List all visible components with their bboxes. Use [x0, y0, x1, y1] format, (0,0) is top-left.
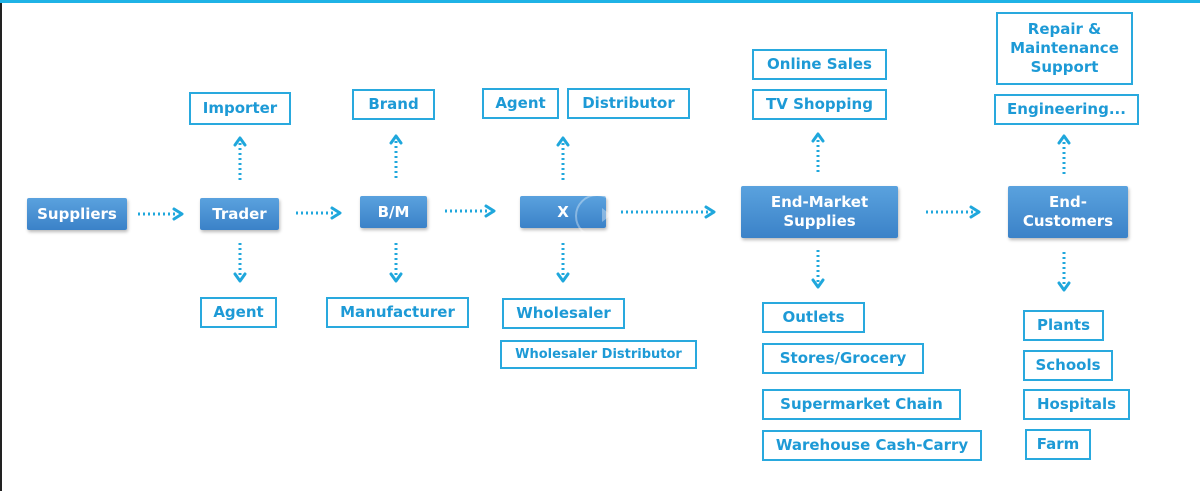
- leaf-farm: Farm: [1025, 429, 1091, 460]
- arrow-x-endmarket: [621, 205, 716, 219]
- play-triangle-icon: [602, 208, 611, 222]
- leaf-hospitals: Hospitals: [1023, 389, 1130, 420]
- leaf-stores-grocery: Stores/Grocery: [762, 343, 924, 374]
- leaf-tv-shopping: TV Shopping: [752, 89, 887, 120]
- arrow-endmarket-up: [811, 132, 825, 172]
- leaf-supermarket-chain: Supermarket Chain: [762, 389, 961, 420]
- arrow-endcustomers-up: [1057, 134, 1071, 174]
- arrow-endcustomers-down: [1057, 252, 1071, 292]
- arrow-x-down: [556, 243, 570, 283]
- leaf-schools: Schools: [1023, 350, 1113, 381]
- leaf-importer: Importer: [189, 92, 291, 125]
- arrow-bm-x: [445, 204, 496, 218]
- top-accent-bar: [0, 0, 1200, 3]
- leaf-agent-trader: Agent: [200, 297, 277, 328]
- arrow-suppliers-trader: [138, 207, 184, 221]
- arrow-trader-down: [233, 243, 247, 283]
- leaf-wholesaler: Wholesaler: [502, 298, 625, 329]
- leaf-brand: Brand: [352, 89, 435, 120]
- leaf-outlets: Outlets: [762, 302, 865, 333]
- leaf-wholesaler-distributor: Wholesaler Distributor: [500, 340, 697, 369]
- node-end-market-supplies: End-Market Supplies: [741, 186, 898, 238]
- node-trader: Trader: [200, 198, 279, 230]
- play-button-icon[interactable]: [575, 194, 619, 238]
- leaf-manufacturer: Manufacturer: [326, 297, 469, 328]
- arrow-endmarket-down: [811, 250, 825, 289]
- left-window-edge: [0, 3, 2, 491]
- arrow-trader-up: [233, 136, 247, 180]
- arrow-x-up: [556, 136, 570, 180]
- leaf-agent-x: Agent: [482, 88, 559, 119]
- arrow-bm-down: [389, 243, 403, 283]
- arrow-bm-up: [389, 134, 403, 178]
- leaf-distributor: Distributor: [567, 88, 690, 119]
- leaf-online-sales: Online Sales: [752, 49, 887, 80]
- leaf-plants: Plants: [1023, 310, 1104, 341]
- arrow-trader-bm: [296, 206, 342, 220]
- node-bm: B/M: [360, 196, 427, 228]
- node-end-customers: End-Customers: [1008, 186, 1128, 238]
- node-suppliers: Suppliers: [27, 198, 127, 230]
- leaf-engineering: Engineering...: [994, 94, 1139, 125]
- leaf-warehouse-cash-carry: Warehouse Cash-Carry: [762, 430, 982, 461]
- leaf-repair-maintenance: Repair & Maintenance Support: [996, 12, 1133, 85]
- arrow-endmarket-endcustomers: [926, 205, 981, 219]
